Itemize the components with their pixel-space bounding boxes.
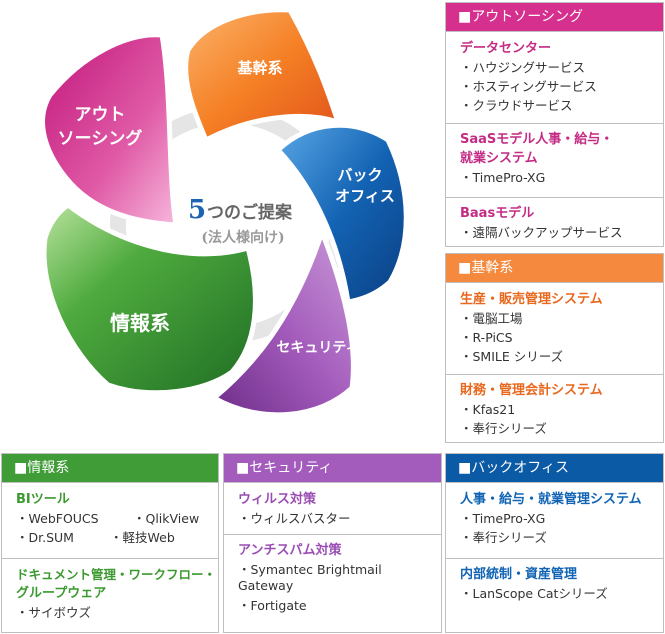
petal-outsourcing[interactable] (40, 32, 179, 228)
seg-backoffice-label-2: オフィス (335, 187, 395, 205)
five-proposals-diagram: アウト ソーシング 基幹系 バック オフィス セキュリティ 情報系 5 つのご提… (0, 0, 440, 450)
outsourcing-saas-section: SaaSモデル人事・給与・ 就業システム ・TimePro-XG (446, 123, 663, 197)
petal-joho[interactable] (41, 201, 258, 396)
list-item: ・遠隔バックアップサービス (460, 225, 623, 240)
list-item: ・TimePro-XG (460, 511, 546, 526)
list-item: ・Dr.SUM (16, 530, 74, 545)
outsourcing-baas-section: Baasモデル ・遠隔バックアップサービス (446, 197, 663, 248)
petal-security[interactable] (209, 224, 356, 418)
saas-title-line2: 就業システム (460, 151, 538, 166)
list-item: ・TimePro-XG (460, 170, 546, 185)
seg-security-label: セキュリティ (276, 340, 359, 356)
petal-kikan[interactable] (183, 7, 342, 144)
joho-bi-section: BIツール ・WebFOUCS ・QlikView ・Dr.SUM ・軽技Web (2, 482, 218, 558)
center-title-text: つのご提案 (207, 202, 293, 223)
outsourcing-panel: ■アウトソーシング データセンター ・ハウジングサービス ・ホスティングサービス… (445, 2, 664, 247)
backoffice-control-section: 内部統制・資産管理 ・LanScope Catシリーズ (446, 558, 663, 609)
virus-title: ウィルス対策 (238, 492, 317, 507)
list-item: ・Fortigate (238, 598, 307, 613)
kikan-header: ■基幹系 (446, 254, 663, 282)
seg-outsourcing-label-1: アウト (75, 105, 126, 125)
kikan-production-section: 生産・販売管理システム ・電脳工場 ・R-PiCS ・SMILE シリーズ (446, 282, 663, 374)
control-title: 内部統制・資産管理 (460, 567, 578, 582)
diagram-svg: アウト ソーシング 基幹系 バック オフィス セキュリティ 情報系 5 つのご提… (40, 7, 409, 418)
list-item: ・クラウドサービス (460, 98, 573, 113)
outsourcing-datacenter-section: データセンター ・ハウジングサービス ・ホスティングサービス ・クラウドサービス (446, 31, 663, 123)
list-item: ・LanScope Catシリーズ (460, 586, 608, 601)
list-item: ・SMILE シリーズ (460, 349, 564, 364)
kikan-finance-section: 財務・管理会計システム ・Kfas21 ・奉行シリーズ (446, 374, 663, 444)
list-item: ・奉行シリーズ (460, 530, 547, 545)
center-subtitle: (法人様向け) (201, 229, 284, 246)
list-item: ・ホスティングサービス (460, 79, 597, 94)
hr-title: 人事・給与・就業管理システム (460, 492, 642, 507)
backoffice-panel: ■バックオフィス 人事・給与・就業管理システム ・TimePro-XG ・奉行シ… (445, 453, 664, 633)
seg-outsourcing-label-2: ソーシング (58, 128, 143, 149)
kikan-panel: ■基幹系 生産・販売管理システム ・電脳工場 ・R-PiCS ・SMILE シリ… (445, 253, 664, 443)
list-item: ・奉行シリーズ (460, 421, 547, 436)
production-title: 生産・販売管理システム (460, 292, 603, 307)
list-item: ・サイボウズ (16, 605, 92, 620)
list-item: ・R-PiCS (460, 330, 513, 345)
finance-title: 財務・管理会計システム (460, 383, 603, 398)
antispam-title: アンチスパム対策 (238, 543, 342, 558)
datacenter-title: データセンター (460, 41, 552, 56)
list-item: ・ウィルスバスター (238, 511, 351, 526)
backoffice-header: ■バックオフィス (446, 454, 663, 482)
saas-title-line1: SaaSモデル人事・給与・ (460, 132, 614, 147)
baas-title: Baasモデル (460, 206, 535, 221)
document-title-line2: グループウェア (16, 586, 107, 601)
backoffice-hr-section: 人事・給与・就業管理システム ・TimePro-XG ・奉行シリーズ (446, 482, 663, 558)
outsourcing-header: ■アウトソーシング (446, 3, 663, 31)
list-item: ・Kfas21 (460, 402, 516, 417)
list-item: ・軽技Web (110, 530, 175, 545)
security-panel: ■セキュリティ ウィルス対策 ・ウィルスバスター アンチスパム対策 ・Syman… (223, 453, 442, 633)
list-item: ・WebFOUCS (16, 511, 99, 526)
joho-header: ■情報系 (2, 454, 218, 482)
bi-title: BIツール (16, 492, 70, 507)
security-antispam-section: アンチスパム対策 ・Symantec Brightmail Gateway ・F… (224, 534, 441, 621)
security-virus-section: ウィルス対策 ・ウィルスバスター (224, 482, 441, 534)
list-item: ・QlikView (133, 511, 200, 526)
joho-document-section: ドキュメント管理・ワークフロー・ グループウェア ・サイボウズ (2, 558, 218, 628)
seg-kikan-label: 基幹系 (236, 59, 282, 77)
list-item: ・Symantec Brightmail Gateway (238, 562, 382, 593)
seg-backoffice-label-1: バック (337, 166, 382, 184)
list-item: ・ハウジングサービス (460, 60, 586, 75)
list-item: ・電脳工場 (460, 311, 523, 326)
security-header: ■セキュリティ (224, 454, 441, 482)
joho-panel: ■情報系 BIツール ・WebFOUCS ・QlikView ・Dr.SUM ・… (1, 453, 219, 633)
seg-joho-label: 情報系 (110, 311, 170, 335)
center-title-number: 5 (188, 195, 206, 225)
petal-backoffice[interactable] (274, 122, 409, 305)
document-title-line1: ドキュメント管理・ワークフロー・ (16, 567, 217, 582)
